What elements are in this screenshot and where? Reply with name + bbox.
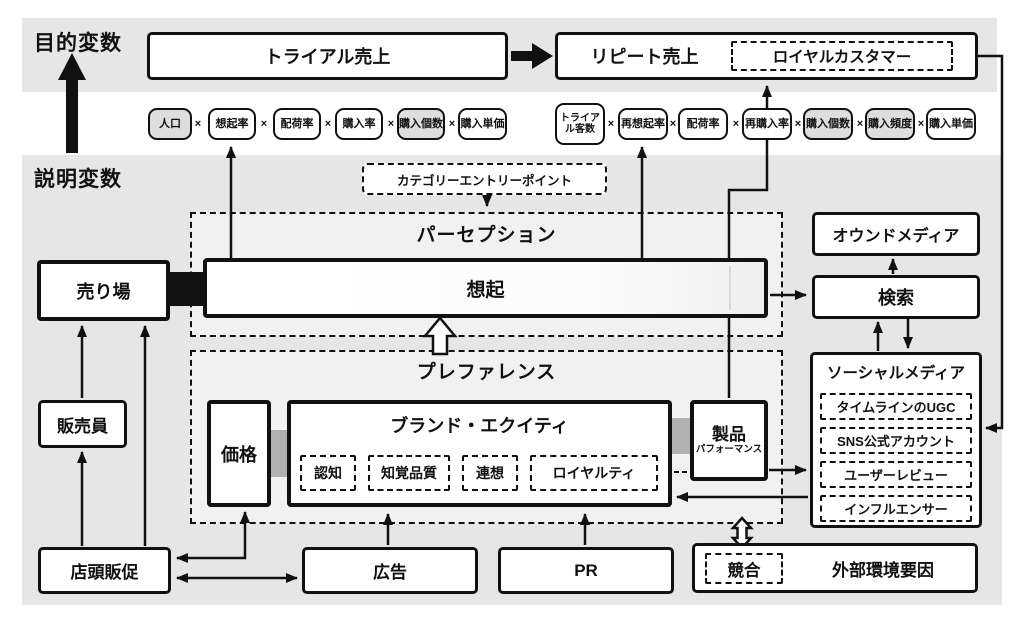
recall-box: 想起 [203, 258, 768, 318]
competitor-box: 競合 [705, 553, 783, 584]
influencer-box: インフルエンサー [820, 495, 972, 522]
formula-chip-distribution-rate: 配荷率 [273, 108, 321, 140]
sns-official-account-box: SNS公式アカウント [820, 427, 972, 454]
product-performance-box: 製品 パフォーマンス [690, 400, 768, 481]
formula-chip-purchase-price-2: 購入単価 [926, 108, 976, 140]
social-media-title: ソーシャルメディア [826, 365, 966, 382]
store-recall-connector [166, 272, 206, 306]
salesperson-box: 販売員 [38, 400, 127, 448]
search-box: 検索 [812, 275, 980, 319]
times-operator: × [324, 118, 332, 130]
product-sublabel: パフォーマンス [695, 444, 763, 456]
repeat-sales-label: リピート売上 [590, 47, 699, 67]
times-operator: × [732, 118, 740, 130]
formula-chip-repurchase-rate: 再購入率 [742, 108, 792, 140]
formula-chip-trial-customers: トライアル客数 [555, 103, 605, 145]
objective-label: 目的変数 [34, 32, 122, 55]
formula-chip-purchase-price: 購入単価 [458, 108, 507, 140]
perception-title: パーセプション [416, 225, 557, 246]
times-operator: × [669, 118, 677, 130]
times-operator: × [856, 118, 864, 130]
category-entry-point-box: カテゴリーエントリーポイント [362, 163, 607, 195]
times-operator: × [607, 118, 615, 130]
owned-media-box: オウンドメディア [812, 212, 980, 256]
formula-chip-purchase-count: 購入個数 [397, 108, 445, 140]
external-environment-label: 外部環境要因 [832, 560, 934, 580]
preference-title: プレファレンス [416, 362, 557, 383]
pr-box: PR [498, 547, 674, 594]
recall-label: 想起 [466, 279, 505, 301]
user-review-box: ユーザーレビュー [820, 461, 972, 488]
formula-chip-purchase-count-2: 購入個数 [803, 108, 853, 140]
perceived-quality-box: 知覚品質 [368, 455, 450, 491]
hidden-line-through-recall [729, 266, 731, 310]
times-operator: × [260, 118, 268, 130]
loyal-customer-box: ロイヤルカスタマー [731, 41, 953, 71]
formula-chip-population: 人口 [148, 108, 192, 140]
times-operator: × [387, 118, 395, 130]
formula-chip-purchase-rate: 購入率 [335, 108, 383, 140]
formula-chip-re-recall-rate: 再想起率 [618, 108, 668, 140]
explanatory-label: 説明変数 [34, 168, 122, 191]
store-box: 売り場 [37, 260, 170, 321]
brand-equity-title: ブランド・エクイティ [390, 416, 569, 436]
store-promotion-box: 店頭販促 [38, 547, 171, 594]
formula-chip-distribution-rate-2: 配荷率 [678, 108, 728, 140]
times-operator: × [194, 118, 202, 130]
awareness-box: 認知 [300, 455, 356, 491]
advertising-box: 広告 [302, 547, 478, 594]
times-operator: × [917, 118, 925, 130]
repeat-sales-box: リピート売上 ロイヤルカスタマー [555, 32, 978, 80]
brandequity-product-connector [668, 418, 694, 454]
trial-sales-box: トライアル売上 [147, 32, 508, 80]
timeline-ugc-box: タイムラインのUGC [820, 393, 972, 420]
formula-chip-recall-rate: 想起率 [208, 108, 256, 140]
formula-chip-purchase-frequency: 購入頻度 [865, 108, 915, 140]
price-box: 価格 [207, 400, 271, 507]
association-box: 連想 [462, 455, 518, 491]
times-operator: × [448, 118, 456, 130]
product-label: 製品 [712, 425, 746, 445]
loyalty-box: ロイヤルティ [530, 455, 658, 491]
times-operator: × [794, 118, 802, 130]
